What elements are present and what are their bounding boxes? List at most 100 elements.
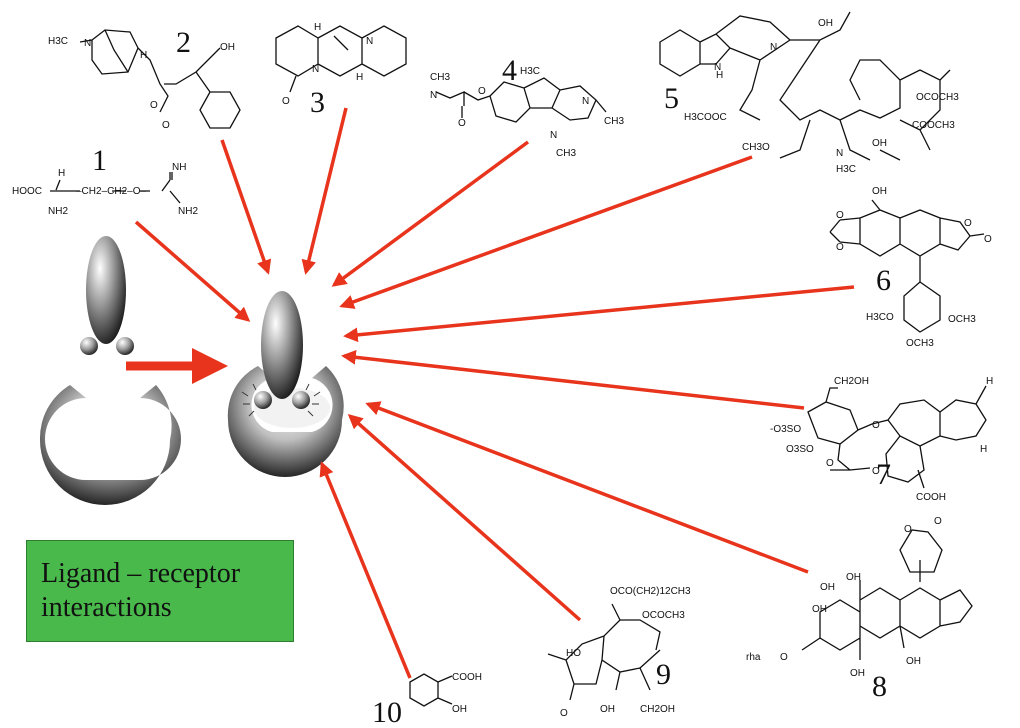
compound-4: 4 CH3 N O O H3C N CH3 N CH3 [430, 54, 624, 159]
compound-4-label-ch3-n: CH3 [430, 72, 450, 83]
compound-8: 8 O O OH OH OH OH rha O OH [746, 516, 973, 703]
compound-1-label-h: H [58, 168, 65, 179]
compound-5-label-cooch3: COOCH3 [912, 120, 955, 131]
compound-8-label-o-lactone: O [904, 524, 912, 535]
compound-6-label-oh: OH [872, 186, 887, 197]
compound-4-label-h3c: H3C [520, 66, 540, 77]
compound-7-label-ch2oh: CH2OH [834, 376, 869, 387]
compound-8-label-o-glycoside: O [780, 652, 788, 663]
compound-10-label-cooh: COOH [452, 672, 482, 683]
compound-7: 7 CH2OH -O3SO O3SO O O O COOH H H [770, 376, 993, 503]
compound-5-label-h: H [716, 70, 723, 81]
compound-6-label-och3-right: OCH3 [948, 314, 976, 325]
legend-line-1: Ligand – receptor [41, 558, 241, 589]
compound-10-label-oh: OH [452, 704, 467, 715]
compound-1-label-hooc: HOOC [12, 186, 42, 197]
compound-7-label-o3so-b: O3SO [786, 444, 814, 455]
compound-9-label-ho: HO [566, 648, 581, 659]
compound-3: 3 H N N H O [275, 22, 407, 119]
compound-4-number: 4 [502, 54, 517, 87]
compound-2-label-h3c: H3C [48, 36, 68, 47]
compound-8-number: 8 [872, 670, 887, 703]
compound-5-number: 5 [664, 82, 679, 115]
compound-8-label-oh-d: OH [906, 656, 921, 667]
compound-9-number: 9 [656, 658, 671, 691]
compound-7-label-o-ester: O [826, 458, 834, 469]
compound-7-label-h-bottom: H [980, 444, 987, 455]
compound-9-label-ch2oh: CH2OH [640, 704, 675, 715]
arrow-compound-1 [134, 220, 251, 322]
compound-9-label-ococh3: OCOCH3 [642, 610, 685, 621]
compound-10-number: 10 [372, 696, 402, 728]
compound-7-label-o-carbonyl: O [872, 466, 880, 477]
compound-8-label-oh-c: OH [812, 604, 827, 615]
compound-3-label-h-bottom: H [356, 72, 363, 83]
arrow-compound-2 [220, 139, 272, 275]
compound-4-label-n-ring: N [582, 96, 589, 107]
free-receptor-model [39, 385, 182, 505]
compound-10: 10 COOH OH [372, 672, 482, 728]
compound-7-label-o-glycoside: O [872, 420, 880, 431]
compound-8-label-rha: rha [746, 652, 761, 663]
compound-2-number: 2 [176, 26, 191, 59]
compound-5-label-ococh3: OCOCH3 [916, 92, 959, 103]
compound-5-label-oh-top: OH [818, 18, 833, 29]
compound-3-label-n-right: N [366, 36, 373, 47]
compound-5-label-h3cooc: H3COOC [684, 112, 727, 123]
compound-1-label-nh2-a: NH2 [48, 206, 68, 217]
compound-4-label-ch3-ring: CH3 [604, 116, 624, 127]
compound-9-label-oh: OH [600, 704, 615, 715]
compound-6-label-o-lactone: O [964, 218, 972, 229]
compound-8-label-oh-a: OH [820, 582, 835, 593]
compound-7-label-h-top: H [986, 376, 993, 387]
compound-2: 2 H3C N H OH O O [48, 26, 241, 131]
compound-2-label-h: H [140, 50, 147, 61]
arrow-compound-3 [301, 107, 348, 275]
arrow-compound-7 [341, 350, 805, 410]
free-ligand-model [80, 236, 134, 355]
compound-2-label-n: N [84, 38, 91, 49]
legend-box: Ligand – receptor interactions [26, 540, 294, 642]
arrow-compound-8 [365, 401, 809, 574]
compound-4-label-n-indoline: N [550, 130, 557, 141]
compound-6-label-o-carbonyl: O [984, 234, 992, 245]
compound-5: 5 OH N H N H3COOC CH3O OCOCH3 COOCH3 OH … [659, 11, 959, 175]
arrow-compound-9 [347, 414, 582, 622]
compound-9: 9 OCO(CH2)12CH3 OCOCH3 HO O OH CH2OH [547, 586, 691, 719]
compound-3-label-h-top: H [314, 22, 321, 33]
compound-6-label-o-dioxole-bottom: O [836, 242, 844, 253]
compound-8-label-o-carbonyl: O [934, 516, 942, 527]
legend-line-2: interactions [41, 592, 172, 623]
compound-4-label-o-ether: O [478, 86, 486, 97]
arrow-compound-10 [319, 461, 412, 679]
compound-9-label-ester-long: OCO(CH2)12CH3 [610, 586, 691, 597]
compound-8-label-oh-b: OH [846, 572, 861, 583]
compound-5-label-n-top: N [770, 42, 777, 53]
compound-2-label-o-carbonyl: O [162, 120, 170, 131]
compound-2-label-o-ester: O [150, 100, 158, 111]
arrow-compound-5 [339, 155, 753, 309]
compound-1-chain: –CH2–CH2–O– [76, 186, 146, 197]
compound-4-label-n-carbamate: N [430, 90, 437, 101]
arrows-to-receptor [134, 107, 855, 679]
compound-8-label-oh-e: OH [850, 668, 865, 679]
compound-1-label-nh2-b: NH2 [178, 206, 198, 217]
compound-1-label-nh: NH [172, 162, 186, 173]
compound-3-label-o: O [282, 96, 290, 107]
compound-2-label-oh: OH [220, 42, 235, 53]
compound-5-label-n-bottom: N [836, 148, 843, 159]
arrow-compound-6 [343, 285, 855, 343]
compound-3-label-n-left: N [312, 64, 319, 75]
compound-6-number: 6 [876, 264, 891, 297]
arrow-compound-4 [331, 140, 530, 287]
compound-6-label-h3co: H3CO [866, 312, 894, 323]
compound-5-label-n-indole: N [714, 62, 721, 73]
compound-3-number: 3 [310, 86, 325, 119]
compound-4-label-o-carbonyl: O [458, 118, 466, 129]
compound-1: 1 H HOOC NH2 –CH2–CH2–O– NH NH2 [12, 144, 198, 217]
compound-6: 6 OH O O O O H3CO OCH3 OCH3 [829, 186, 992, 349]
binding-arrow [126, 348, 228, 384]
compound-6-label-o-dioxole-top: O [836, 210, 844, 221]
